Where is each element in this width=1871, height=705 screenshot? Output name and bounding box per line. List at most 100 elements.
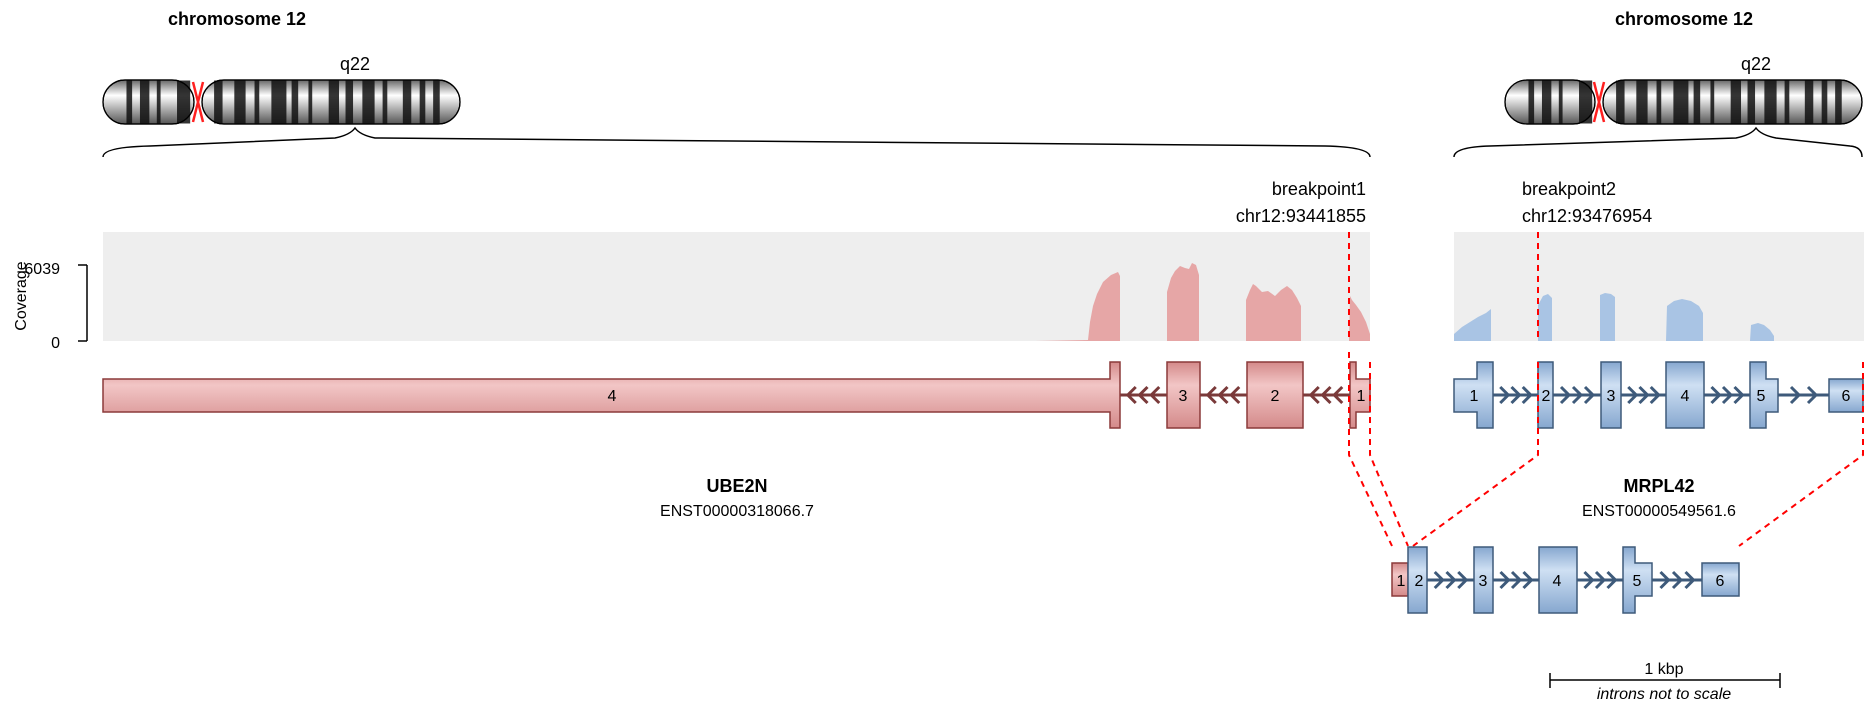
gene1-exon-2-label: 2 — [1271, 388, 1280, 405]
gene1-intron-arrows — [1125, 385, 1344, 405]
chromosome-band — [1541, 80, 1552, 124]
gene2-exon-6: 6 — [1828, 378, 1864, 413]
intron-arrow — [1445, 570, 1457, 590]
gene2-exon-5-label: 5 — [1757, 388, 1766, 405]
intron-arrow — [1308, 385, 1320, 405]
intron-arrow — [1627, 385, 1639, 405]
gene2-exon-1: 1 — [1453, 361, 1494, 429]
chromosome-band — [433, 80, 440, 124]
intron-arrow — [1522, 570, 1534, 590]
coverage-track-left — [103, 232, 1370, 341]
right-zoom-bracket — [1453, 126, 1863, 158]
chromosome-band — [419, 80, 426, 124]
chromosome-band — [1804, 80, 1814, 124]
right-chromosome-panel: chromosome 12 q22 — [1453, 9, 1863, 158]
gene1-exon-1-label: 1 — [1357, 388, 1366, 405]
chromosome-band — [156, 80, 161, 124]
intron-arrow — [1125, 385, 1137, 405]
fusion-exon-5: 5 — [1622, 546, 1653, 614]
chromosome-band — [214, 80, 223, 124]
p-arm-outline — [102, 79, 195, 125]
gene2-exon-1-label: 1 — [1470, 388, 1479, 405]
left-chromosome-ideogram — [102, 79, 461, 125]
centromere — [191, 81, 205, 123]
intron-arrow — [1789, 385, 1802, 405]
gene2-exon-2: 2 — [1537, 361, 1554, 429]
intron-arrow — [1510, 570, 1523, 590]
gene2-intron-arrows — [1499, 385, 1819, 405]
fusion-exon-2: 2 — [1407, 546, 1428, 614]
intron-arrow — [1583, 570, 1595, 590]
chromosome-band — [1730, 80, 1742, 124]
fusion-exon-6-label: 6 — [1716, 573, 1725, 590]
q-arm-outline — [1602, 79, 1863, 125]
gene2-exon-3: 3 — [1600, 361, 1622, 429]
chromosome-band — [1656, 80, 1662, 124]
gene2-exon-6-label: 6 — [1842, 388, 1851, 405]
left-chromosome-title: chromosome 12 — [168, 9, 306, 29]
q-arm-outline — [201, 79, 461, 125]
chromosome-band — [1636, 80, 1648, 124]
chromosome-band — [1764, 80, 1777, 124]
fusion-exon-3-label: 3 — [1479, 573, 1488, 590]
gene2-exon-2-label: 2 — [1542, 388, 1551, 405]
fusion-exon-5-label: 5 — [1633, 573, 1642, 590]
intron-arrow — [1137, 385, 1149, 405]
intron-arrow — [1649, 385, 1661, 405]
right-chromosome-ideogram — [1504, 79, 1863, 125]
coverage-peaks-left — [1035, 263, 1370, 341]
chromosome-band — [1821, 80, 1828, 124]
fusion-exon-4-label: 4 — [1553, 573, 1562, 590]
chromosome-band — [402, 80, 412, 124]
chromosome-band — [234, 80, 246, 124]
chromosome-band — [328, 80, 340, 124]
intron-arrow — [1721, 385, 1734, 405]
chromosome-band — [345, 80, 354, 124]
fusion-exon-4: 4 — [1538, 546, 1578, 614]
fusion-exon-6: 6 — [1701, 562, 1740, 597]
intron-arrow — [1594, 570, 1607, 590]
chromosome-band — [271, 80, 287, 124]
gene1-track: 4 3 2 1 UBE2N ENST00000318066.7 — [102, 361, 1371, 520]
chromosome-band — [1747, 80, 1756, 124]
intron-arrow — [1499, 570, 1511, 590]
intron-arrow — [1583, 385, 1596, 405]
intron-arrow — [1806, 385, 1819, 405]
right-chromosome-title: chromosome 12 — [1615, 9, 1753, 29]
chromosome-band — [308, 80, 313, 124]
intron-arrow — [1710, 385, 1722, 405]
intron-arrow — [1671, 570, 1684, 590]
chromosome-band — [1528, 80, 1535, 124]
gene1-transcript: ENST00000318066.7 — [660, 503, 814, 520]
gene2-exon-4: 4 — [1665, 361, 1705, 429]
gene1-exon-4: 4 — [102, 361, 1121, 429]
coverage-peaks-right — [1454, 293, 1774, 341]
fusion-exon-3: 3 — [1473, 546, 1494, 614]
intron-arrow — [1606, 570, 1618, 590]
coverage-max-tick: 6039 — [24, 261, 60, 278]
gene1-exon-4-label: 4 — [608, 388, 617, 405]
coverage-axis: 6039 0 Coverage — [13, 261, 88, 352]
chromosome-band — [1710, 80, 1715, 124]
left-zoom-bracket — [102, 126, 1371, 158]
chromosome-band — [1558, 80, 1563, 124]
chromosome-band — [362, 80, 375, 124]
centromere — [1592, 81, 1606, 123]
intron-arrow — [1205, 385, 1217, 405]
intron-arrow — [1149, 385, 1161, 405]
gene1-exon-2: 2 — [1246, 361, 1304, 429]
gene1-exon-1: 1 — [1349, 361, 1371, 429]
gene2-exon-5: 5 — [1749, 361, 1779, 429]
gene1-exon-3-label: 3 — [1179, 388, 1188, 405]
intron-arrow — [1229, 385, 1241, 405]
scale-bar: 1 kbp introns not to scale — [1549, 661, 1781, 703]
breakpoint2-position: chr12:93476954 — [1522, 206, 1652, 226]
coverage-track-right — [1454, 232, 1864, 341]
left-band-label: q22 — [340, 54, 370, 74]
breakpoint2-label: breakpoint2 — [1522, 179, 1616, 199]
intron-arrow — [1332, 385, 1344, 405]
chromosome-band — [1673, 80, 1689, 124]
intron-arrow — [1638, 385, 1650, 405]
breakpoint1-label: breakpoint1 — [1272, 179, 1366, 199]
